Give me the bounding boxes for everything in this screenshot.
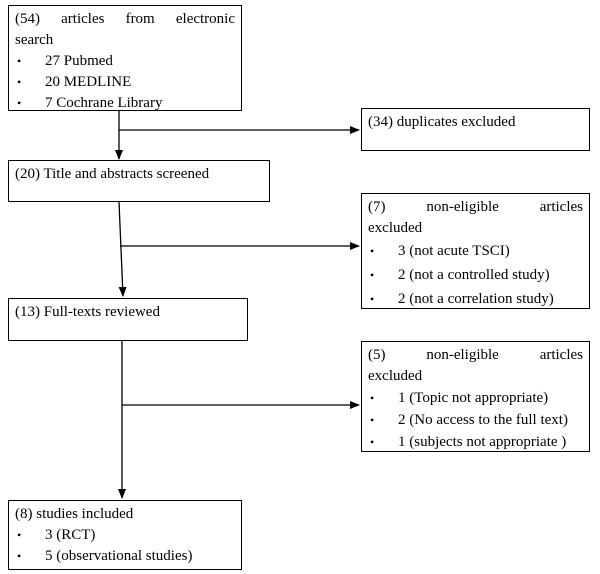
screened-box: (20) Title and abstracts screened [8,160,270,202]
excluded2-list: 1 (Topic not appropriate) 2 (No access t… [368,387,583,453]
excluded1-box: (7) non-eligible articles excluded 3 (no… [361,193,590,311]
excluded2-box: (5) non-eligible articles excluded 1 (To… [361,341,590,453]
list-item: 7 Cochrane Library [15,93,235,114]
excluded2-title-line2: excluded [368,368,423,384]
list-item: 2 (not a controlled study) [368,263,583,287]
list-item: 1 (Topic not appropriate) [368,387,583,409]
included-box: (8) studies included 3 (RCT) 5 (observat… [8,500,242,570]
list-item: 3 (RCT) [15,525,235,546]
list-item: 5 (observational studies) [15,546,235,567]
list-item: 3 (not acute TSCI) [368,239,583,263]
excluded2-title-line1: (5) non-eligible articles [368,347,583,363]
list-item: 2 (No access to the full text) [368,409,583,431]
list-item: 27 Pubmed [15,51,235,72]
excluded1-list: 3 (not acute TSCI) 2 (not a controlled s… [368,239,583,311]
fulltext-text: (13) Full-texts reviewed [15,304,160,320]
search-title-line2: search [15,32,54,48]
list-item: 2 (not a correlation study) [368,287,583,311]
search-box: (54) articles from electronic search 27 … [8,5,242,114]
included-title: (8) studies included [15,506,134,522]
duplicates-box: (34) duplicates excluded [361,108,590,151]
list-item: 1 (subjects not appropriate ) [368,431,583,453]
duplicates-text: (34) duplicates excluded [368,114,516,130]
search-sources-list: 27 Pubmed 20 MEDLINE 7 Cochrane Library [15,51,235,114]
fulltext-box: (13) Full-texts reviewed [8,298,248,341]
included-list: 3 (RCT) 5 (observational studies) [15,525,235,567]
list-item: 20 MEDLINE [15,72,235,93]
screened-text: (20) Title and abstracts screened [15,166,210,182]
excluded1-title-line1: (7) non-eligible articles [368,199,583,215]
search-title-line1: (54) articles from electronic [15,11,235,27]
excluded1-title-line2: excluded [368,220,423,236]
arrow-screened-to-fulltext [118,201,127,297]
